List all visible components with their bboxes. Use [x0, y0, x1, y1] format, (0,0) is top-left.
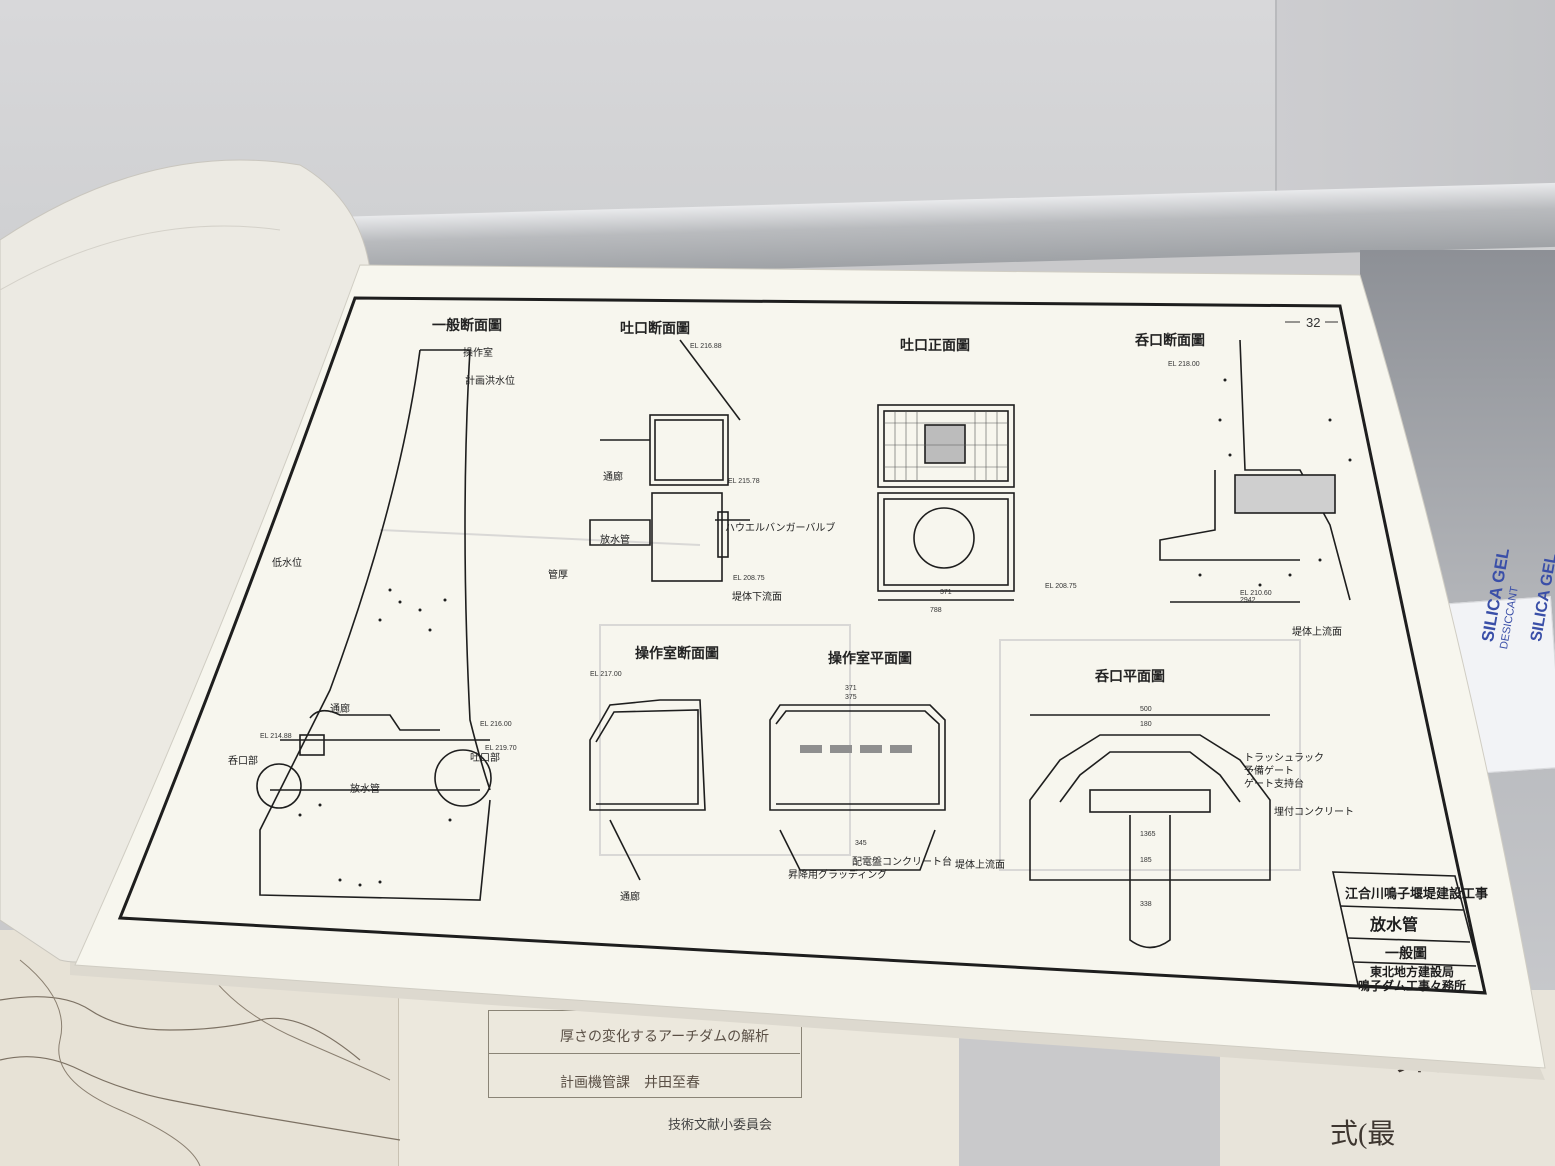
- label-gate-support: ゲート支持台: [1244, 777, 1304, 790]
- outlet-front-grid: [884, 411, 1008, 481]
- elevation-7: EL 208.75: [1045, 583, 1077, 590]
- dim-intake-338: 338: [1140, 901, 1152, 908]
- record-form-divider: [488, 1053, 800, 1054]
- intake-stipple: [1198, 378, 1352, 587]
- label-spare-gate: 予備ゲート: [1244, 764, 1294, 777]
- label-trash-rack: トラッシュラック: [1244, 752, 1324, 764]
- title-block-office-2: 鳴子ダム工事々務所: [1358, 978, 1466, 993]
- record-form-row2: 計画機管課 井田至春: [560, 1076, 700, 1091]
- label-outlet-pipe-general: 放水管: [350, 782, 380, 795]
- label-gallery: 通廊: [330, 702, 350, 715]
- page-number: 32: [1306, 315, 1320, 330]
- dim-outlet-2: 371: [940, 589, 952, 596]
- record-form-row1: 厚さの変化するアーチダムの解析: [560, 1030, 770, 1045]
- elevation-6: EL 208.75: [733, 575, 765, 582]
- label-flood-level: 計画洪水位: [465, 374, 515, 387]
- title-block: [1331, 871, 1487, 993]
- label-low-water: 低水位: [272, 556, 302, 569]
- label-outlet-pipe: 放水管: [600, 533, 630, 546]
- elevation-5: EL 215.78: [728, 478, 760, 485]
- outlet-front-view: [877, 404, 1015, 601]
- control-room-plan-view: [769, 704, 946, 871]
- dim-outlet-1: 788: [930, 607, 942, 614]
- dim-intake-180: 180: [1140, 721, 1152, 728]
- label-gallery-outlet: 通廊: [603, 470, 623, 483]
- title-control-room-plan: 操作室平面圖: [828, 650, 912, 667]
- drawing-sheet: [74, 264, 1546, 1069]
- label-downstream-face: 堤体下流面: [732, 590, 782, 603]
- title-control-room-section: 操作室断面圖: [635, 645, 719, 662]
- dim-control-371: 371: [845, 685, 857, 692]
- label-switchboard: 配電盤コンクリート台: [852, 855, 952, 868]
- elevation-10: EL 217.00: [590, 671, 622, 678]
- elevation-8: EL 218.00: [1168, 361, 1200, 368]
- label-pipe-thickness: 管厚: [548, 568, 568, 581]
- dim-intake-500: 500: [1140, 706, 1152, 713]
- title-outlet-section: 吐口断面圖: [620, 320, 690, 337]
- outlet-section-view: [589, 339, 750, 582]
- general-section-hatching: [298, 588, 452, 887]
- label-concrete-fill: 埋付コンクリート: [1274, 805, 1354, 818]
- title-block-office-1: 東北地方建設局: [1370, 964, 1454, 979]
- label-upstream-face-plan: 堤体上流面: [955, 858, 1005, 871]
- title-block-drawing-name: 放水管: [1369, 915, 1418, 934]
- elevation-4: EL 216.88: [690, 343, 722, 350]
- title-intake-plan: 呑口平面圖: [1094, 668, 1165, 685]
- control-room-section-view: [589, 699, 706, 881]
- committee-text: 技術文献小委員会: [668, 1117, 773, 1132]
- bleed-through: [379, 529, 1301, 871]
- dim-intake-185: 185: [1140, 857, 1152, 864]
- elevation-9: EL 210.60: [1240, 590, 1272, 597]
- intake-plan-view: [1029, 714, 1271, 949]
- control-room-equipment: [800, 745, 912, 753]
- handwriting-right-2: 式(最: [1330, 1119, 1396, 1150]
- dim-intake-2942: 2942: [1240, 597, 1256, 604]
- title-block-project: 江合川鳴子堰堤建設工事: [1345, 886, 1488, 901]
- label-outlet-part: 吐口部: [470, 751, 500, 764]
- title-block-drawing-type: 一般圖: [1385, 945, 1427, 962]
- title-general-section: 一般断面圖: [432, 317, 502, 334]
- label-upstream-face: 堤体上流面: [1292, 625, 1342, 638]
- elevation-1: EL 214.88: [260, 733, 292, 740]
- wall-panel: [1275, 0, 1555, 205]
- label-howell-bunger: ハウエルバンガーバルブ: [725, 521, 835, 534]
- label-intake-part: 呑口部: [228, 754, 258, 767]
- title-outlet-front: 吐口正面圖: [900, 337, 970, 354]
- elevation-3: EL 219.70: [485, 745, 517, 752]
- dim-control-375: 375: [845, 694, 857, 701]
- elevation-2: EL 216.00: [480, 721, 512, 728]
- general-section-view: [256, 349, 492, 901]
- label-hoist-grating: 昇降用グラッディング: [788, 868, 887, 881]
- label-hoist: 通廊: [620, 890, 640, 903]
- dim-control-345: 345: [855, 840, 867, 847]
- title-intake-section: 呑口断面圖: [1134, 332, 1205, 349]
- intake-section-view: [1159, 339, 1351, 603]
- dim-intake-1365: 1365: [1140, 831, 1156, 838]
- label-operation-room: 操作室: [463, 346, 493, 359]
